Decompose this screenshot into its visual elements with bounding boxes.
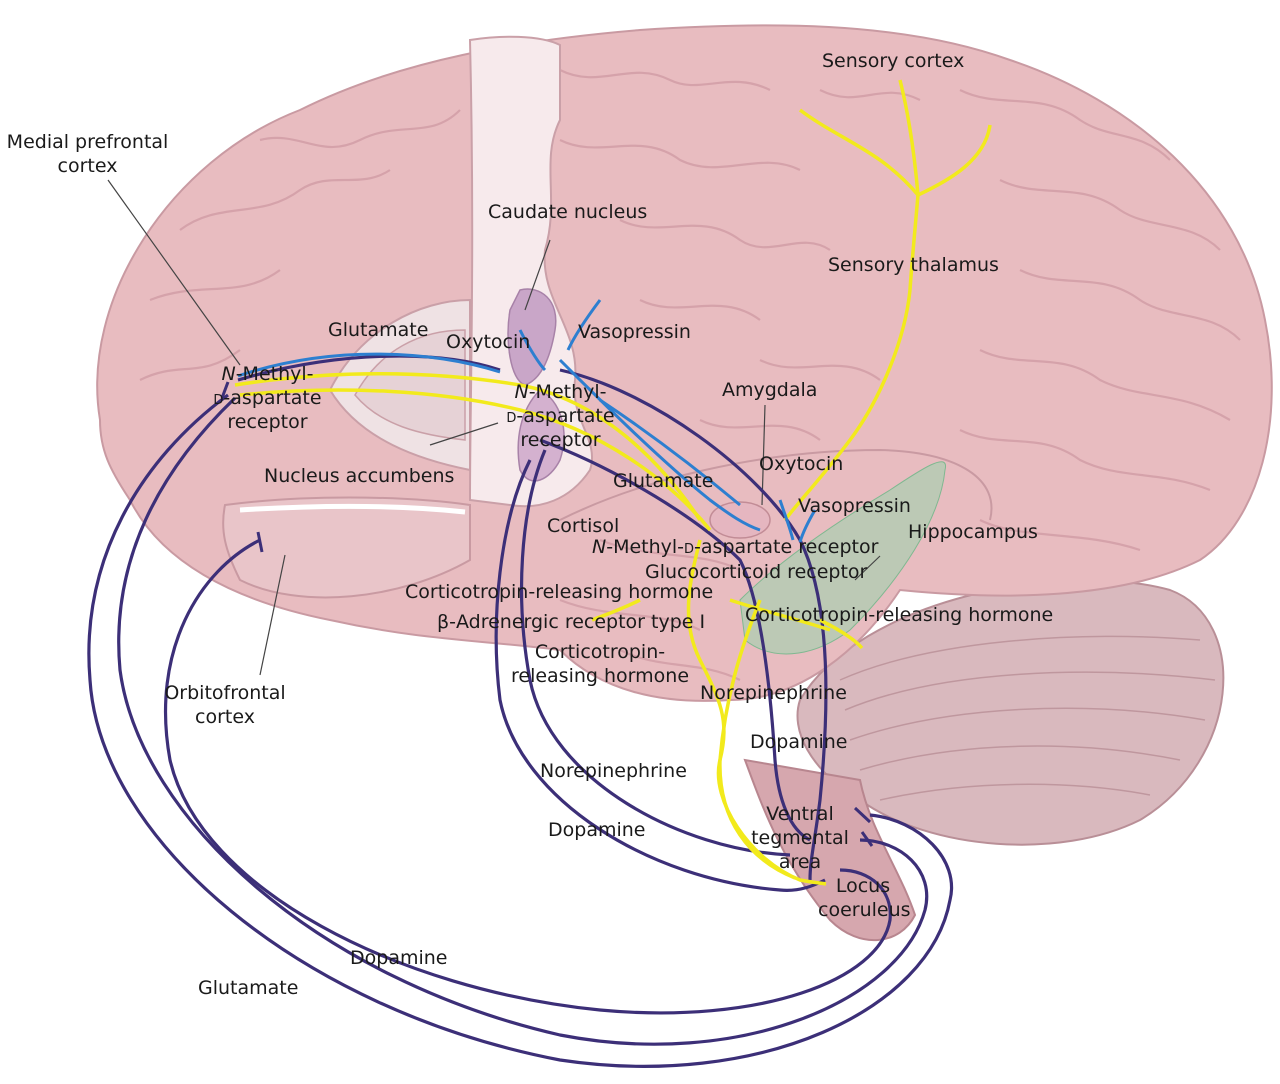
purple-pathways <box>87 354 954 1068</box>
label-sensory-cortex: Sensory cortex <box>822 50 965 72</box>
label-crh-right: Corticotropin-releasing hormone <box>745 604 1054 626</box>
label-nmda-receptor-mid: N-Methyl- d-aspartate receptor <box>506 381 615 451</box>
label-nmda-receptor-left: N-Methyl- d-aspartate receptor <box>213 363 322 433</box>
label-cortisol: Cortisol <box>547 515 620 537</box>
label-sensory-thalamus: Sensory thalamus <box>828 254 999 276</box>
label-caudate-nucleus: Caudate nucleus <box>488 201 648 223</box>
label-dopamine-mid: Dopamine <box>548 819 646 841</box>
blue-pathways <box>237 299 817 543</box>
brainstem <box>743 758 917 942</box>
label-glutamate-bottom: Glutamate <box>198 977 299 999</box>
label-crh-left: Corticotropin-releasing hormone <box>405 581 714 603</box>
label-orbitofrontal-cortex: Orbitofrontal cortex <box>164 682 286 728</box>
label-norepinephrine-right: Norepinephrine <box>700 682 847 704</box>
label-hippocampus: Hippocampus <box>908 521 1038 543</box>
label-nucleus-accumbens: Nucleus accumbens <box>264 465 455 487</box>
orbitofrontal-cut <box>222 496 471 599</box>
label-dopamine-right: Dopamine <box>750 731 848 753</box>
yellow-pathways <box>234 79 992 886</box>
label-glutamate-top: Glutamate <box>328 319 429 341</box>
label-crh-split: Corticotropin- releasing hormone <box>510 641 690 687</box>
label-vasopressin-top: Vasopressin <box>578 321 691 343</box>
label-nmda-receptor-right: N-Methyl-d-aspartate receptor <box>592 536 879 558</box>
label-beta-adrenergic-receptor: β-Adrenergic receptor type I <box>437 611 706 633</box>
label-oxytocin-right: Oxytocin <box>759 453 844 475</box>
label-ventral-tegmental-area: Ventral tegmental area <box>751 803 849 873</box>
caudate-nucleus-shape <box>507 288 557 386</box>
label-glutamate-mid: Glutamate <box>613 470 714 492</box>
label-norepinephrine-mid: Norepinephrine <box>540 760 687 782</box>
hippocampus-region <box>739 461 946 655</box>
label-amygdala: Amygdala <box>722 379 818 401</box>
label-oxytocin-top: Oxytocin <box>446 331 531 353</box>
label-dopamine-bottom: Dopamine <box>350 947 448 969</box>
label-medial-prefrontal-cortex: Medial prefrontal cortex <box>6 131 169 177</box>
label-locus-coeruleus: Locus coeruleus <box>818 875 911 921</box>
label-glucocorticoid-receptor: Glucocorticoid receptor <box>645 561 868 583</box>
label-vasopressin-right: Vasopressin <box>798 495 911 517</box>
